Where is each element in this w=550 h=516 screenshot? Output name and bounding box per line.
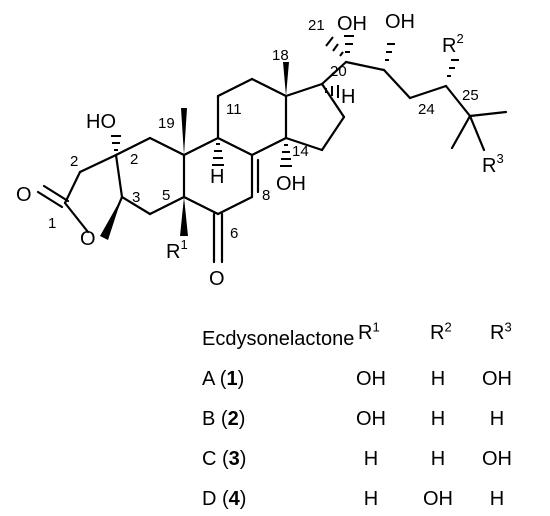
locant-25: 25 <box>462 87 479 104</box>
locant-2: 2 <box>130 151 138 168</box>
locant-8: 8 <box>262 187 270 204</box>
atom-o-lactone-ring: O <box>80 228 96 250</box>
locant-5: 5 <box>162 187 170 204</box>
row-r1: H <box>363 448 379 470</box>
locant-24: 24 <box>418 101 435 118</box>
row-r2: H <box>430 448 446 470</box>
stereo-bonds <box>100 35 459 240</box>
row-name: C (3) <box>202 448 247 470</box>
atom-oh-14: OH <box>276 173 306 195</box>
row-r3: H <box>489 408 505 430</box>
atom-oh-22: OH <box>385 11 415 33</box>
row-r3: OH <box>482 368 512 390</box>
atom-r2: R2 <box>442 31 464 57</box>
row-r2: OH <box>423 488 453 510</box>
atom-labels: O O O HO OH OH OH H H R1 R2 R3 <box>16 11 504 290</box>
atom-r3: R3 <box>482 151 504 177</box>
row-name: A (1) <box>202 368 245 390</box>
locant-18: 18 <box>272 47 289 64</box>
row-r1: OH <box>356 368 386 390</box>
atom-o-ketone-6: O <box>209 268 225 290</box>
row-r3: H <box>489 488 505 510</box>
table-title: Ecdysonelactone <box>202 328 355 350</box>
locant-19: 19 <box>158 115 175 132</box>
header-r2: R2 <box>430 319 452 344</box>
compound-table: Ecdysonelactone R1 R2 R3 A (1) OH H OH B… <box>0 310 550 510</box>
locant-3: 3 <box>132 189 140 206</box>
header-r1: R1 <box>358 319 380 344</box>
locants: 1 2 2 3 5 6 8 11 14 18 19 20 21 24 25 <box>48 17 479 242</box>
locant-11: 11 <box>226 101 242 118</box>
locant-20: 20 <box>330 63 347 80</box>
row-r2: H <box>430 408 446 430</box>
row-r3: OH <box>482 448 512 470</box>
atom-o-lactone-carbonyl: O <box>16 184 32 206</box>
atom-h-17: H <box>341 86 355 108</box>
locant-14: 14 <box>292 143 309 160</box>
atom-oh-20: OH <box>337 13 367 35</box>
chemical-structure: O O O HO OH OH OH H H R1 R2 R3 1 2 2 3 5… <box>16 11 508 290</box>
atom-ho-2: HO <box>86 111 116 133</box>
row-name: D (4) <box>202 488 247 510</box>
atom-h-9: H <box>210 166 224 188</box>
atom-r1: R1 <box>166 237 188 263</box>
row-r1: OH <box>356 408 386 430</box>
locant-21: 21 <box>308 17 325 34</box>
locant-1: 1 <box>48 215 56 232</box>
locant-6: 6 <box>230 225 238 242</box>
row-r1: H <box>363 488 379 510</box>
locant-2-prime: 2 <box>70 153 78 170</box>
header-r3: R3 <box>490 319 512 344</box>
row-name: B (2) <box>202 408 246 430</box>
row-r2: H <box>430 368 446 390</box>
bonds <box>36 60 508 264</box>
